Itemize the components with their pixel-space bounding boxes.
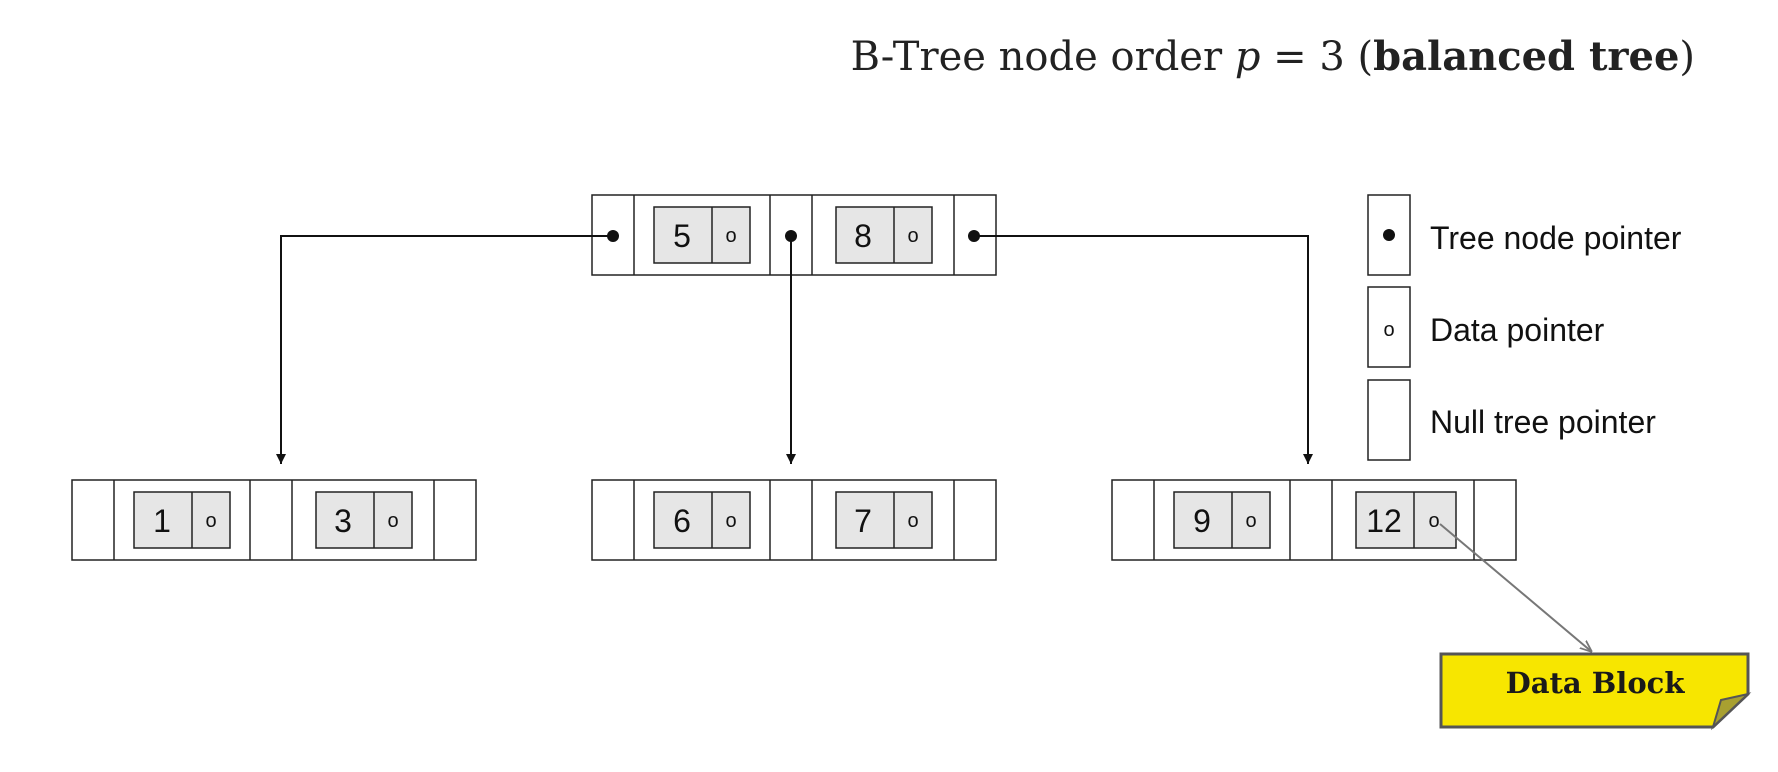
data-pointer-icon: o bbox=[1428, 510, 1439, 532]
title-equals: = 3 ( bbox=[1260, 34, 1373, 80]
title-variable: p bbox=[1235, 34, 1261, 80]
leaf-2-key-2: 7 bbox=[854, 503, 872, 539]
leaf-node-2: 6 o 7 o bbox=[591, 479, 997, 561]
leaf-node-3: 9 o 12 o bbox=[1111, 479, 1517, 561]
leaf-1-key-2: 3 bbox=[334, 503, 352, 539]
data-pointer-icon: o bbox=[907, 225, 918, 247]
legend-label-tree-node-pointer: Tree node pointer bbox=[1430, 220, 1682, 256]
legend-label-null-tree-pointer: Null tree pointer bbox=[1430, 404, 1656, 440]
data-pointer-icon: o bbox=[907, 510, 918, 532]
root-key-cell-1: 5 o bbox=[653, 206, 751, 264]
data-pointer-icon: o bbox=[725, 225, 736, 247]
root-key-1: 5 bbox=[673, 218, 691, 254]
leaf-3-key-1: 9 bbox=[1193, 503, 1211, 539]
title-prefix: B-Tree node order bbox=[851, 34, 1235, 80]
legend-item-data-pointer: o Data pointer bbox=[1367, 286, 1605, 368]
title-emphasis: balanced tree bbox=[1373, 33, 1679, 80]
null-tree-pointer-icon bbox=[1367, 379, 1411, 461]
data-pointer-icon: o bbox=[387, 510, 398, 532]
data-pointer-arrow bbox=[1439, 523, 1592, 652]
data-pointer-icon: o bbox=[205, 510, 216, 532]
root-node: 5 o 8 o bbox=[591, 194, 997, 276]
leaf-3-key-2: 12 bbox=[1366, 503, 1402, 539]
legend-label-data-pointer: Data pointer bbox=[1430, 312, 1605, 348]
data-pointer-icon: o bbox=[725, 510, 736, 532]
data-block: Data Block bbox=[1439, 652, 1752, 731]
tree-pointer-arrow-right bbox=[974, 235, 1313, 464]
data-block-label: Data Block bbox=[1506, 666, 1686, 700]
tree-pointer-arrow-left bbox=[276, 235, 613, 464]
leaf-1-key-1: 1 bbox=[153, 503, 171, 539]
leaf-2-key-1: 6 bbox=[673, 503, 691, 539]
title-suffix: ) bbox=[1679, 34, 1695, 80]
leaf-node-1: 1 o 3 o bbox=[71, 479, 477, 561]
root-key-2: 8 bbox=[854, 218, 872, 254]
root-key-cell-2: 8 o bbox=[835, 206, 933, 264]
data-pointer-icon: o bbox=[1383, 319, 1394, 341]
tree-node-pointer-icon bbox=[1383, 229, 1395, 241]
data-pointer-icon: o bbox=[1245, 510, 1256, 532]
legend-item-null-tree-pointer: Null tree pointer bbox=[1367, 379, 1656, 461]
legend: Tree node pointer o Data pointer Null tr… bbox=[1367, 194, 1682, 461]
diagram-title: B-Tree node order p = 3 (balanced tree) bbox=[851, 33, 1695, 80]
legend-item-tree-node-pointer: Tree node pointer bbox=[1367, 194, 1682, 276]
